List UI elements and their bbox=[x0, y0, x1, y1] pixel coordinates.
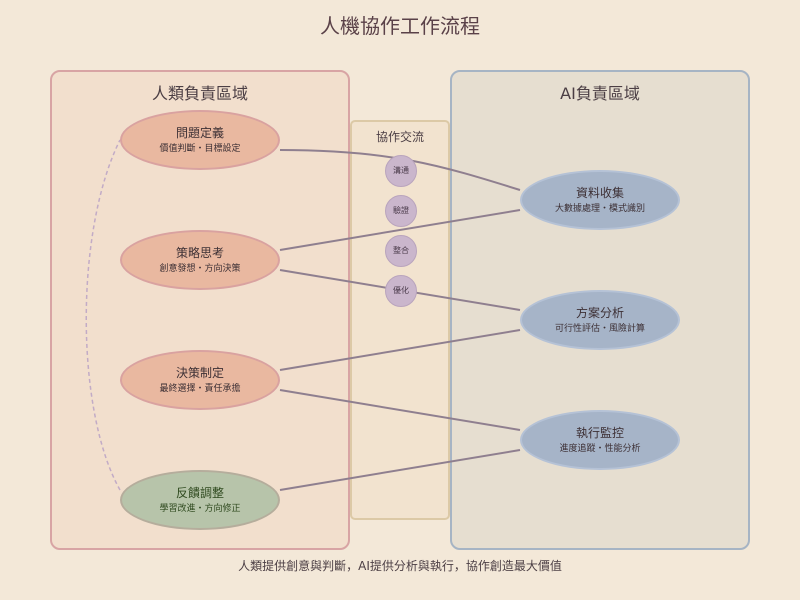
node-feedback-adjustment: 反饋調整 學習改進・方向修正 bbox=[120, 470, 280, 530]
bubble-optimization: 優化 bbox=[385, 275, 417, 307]
bubble-verification: 驗證 bbox=[385, 195, 417, 227]
node-subtitle: 進度追蹤・性能分析 bbox=[559, 444, 641, 454]
connector-monitor-to-feedback bbox=[279, 449, 521, 491]
connector-decision-to-monitor bbox=[279, 389, 521, 431]
node-title: 執行監控 bbox=[575, 426, 624, 440]
ai-zone: AI負責區域 bbox=[450, 70, 750, 550]
node-subtitle: 學習改進・方向修正 bbox=[159, 504, 241, 514]
feedback-loop-arrow bbox=[85, 139, 121, 491]
node-title: 反饋調整 bbox=[175, 486, 224, 500]
collab-zone-title: 協作交流 bbox=[375, 130, 424, 144]
ai-zone-title: AI負責區域 bbox=[560, 84, 640, 103]
node-title: 方案分析 bbox=[575, 306, 624, 320]
node-title: 策略思考 bbox=[175, 246, 224, 260]
connector-analysis-to-decision bbox=[279, 329, 521, 371]
bubble-integration: 整合 bbox=[385, 235, 417, 267]
node-subtitle: 創意發想・方向決策 bbox=[159, 264, 241, 274]
node-subtitle: 最終選擇・責任承擔 bbox=[159, 384, 241, 394]
footer-caption: 人類提供創意與判斷，AI提供分析與執行，協作創造最大價值 bbox=[238, 559, 562, 573]
node-decision-making: 決策制定 最終選擇・責任承擔 bbox=[120, 350, 280, 410]
node-title: 決策制定 bbox=[175, 366, 224, 380]
node-subtitle: 價值判斷・目標設定 bbox=[159, 144, 241, 154]
node-title: 問題定義 bbox=[175, 126, 224, 140]
node-title: 資料收集 bbox=[575, 186, 624, 200]
bubble-communication: 溝通 bbox=[385, 155, 417, 187]
connector-collect-to-strategy bbox=[279, 209, 521, 251]
node-subtitle: 可行性評估・風險計算 bbox=[554, 324, 645, 334]
node-problem-definition: 問題定義 價值判斷・目標設定 bbox=[120, 110, 280, 170]
node-strategy-thinking: 策略思考 創意發想・方向決策 bbox=[120, 230, 280, 290]
node-execution-monitoring: 執行監控 進度追蹤・性能分析 bbox=[520, 410, 680, 470]
page-title: 人機協作工作流程 bbox=[320, 14, 480, 38]
node-subtitle: 大數據處理・模式識別 bbox=[554, 204, 645, 214]
node-solution-analysis: 方案分析 可行性評估・風險計算 bbox=[520, 290, 680, 350]
human-zone-title: 人類負責區域 bbox=[151, 84, 248, 103]
node-data-collection: 資料收集 大數據處理・模式識別 bbox=[520, 170, 680, 230]
